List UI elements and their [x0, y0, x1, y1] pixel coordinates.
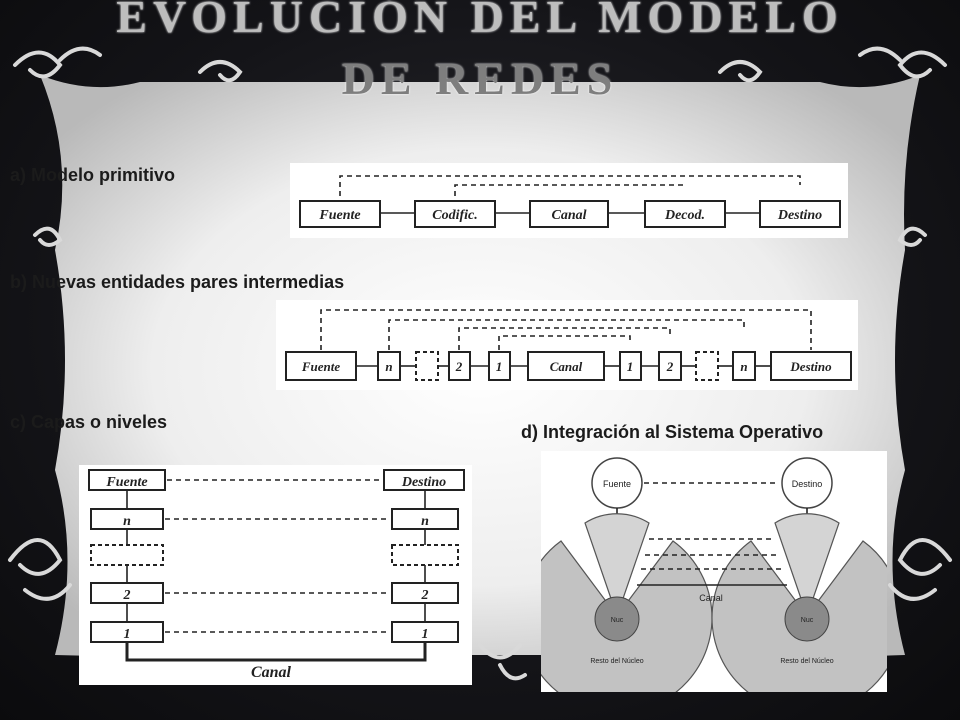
source-node: Fuente	[603, 479, 631, 489]
slide-title-line-2: DE REDES	[341, 53, 619, 104]
kernel-center-left: Nuc	[611, 617, 624, 624]
label-capas-niveles: c) Capas o niveles	[10, 412, 168, 432]
left-1: 1	[124, 627, 131, 642]
kernel-center-right: Nuc	[801, 617, 814, 624]
right-n: n	[421, 514, 429, 529]
box-fuente: Fuente	[318, 208, 360, 223]
label-integracion-so: d) Integración al Sistema Operativo	[521, 422, 824, 442]
slide-title-line-1: EVOLUCIÓN DEL MODELO	[116, 0, 844, 42]
diagram-capas-niveles: Fuente n 2 1 Destino n 2 1	[79, 465, 472, 685]
diagram-a-boxes: Fuente Codific. Canal Decod. Destino	[299, 200, 841, 228]
box-decod: Decod.	[664, 208, 705, 223]
box-canal: Canal	[550, 359, 583, 374]
kernel-label-right: Resto del Núcleo	[780, 658, 833, 665]
box-2-right: 2	[666, 359, 674, 374]
box-destino: Destino	[789, 359, 832, 374]
box-1-left: 1	[496, 359, 503, 374]
box-n-left: n	[385, 359, 392, 374]
destination-node: Destino	[792, 479, 823, 489]
box-2-left: 2	[455, 359, 463, 374]
channel-label-d: Canal	[699, 593, 723, 603]
channel-label: Canal	[251, 664, 292, 681]
left-2: 2	[123, 588, 131, 603]
diagram-modelo-primitivo: Fuente Codific. Canal Decod. Destino	[290, 163, 848, 238]
diagram-entidades-intermedias: Fuente n 2 1 Canal 1 2 n Destino	[276, 300, 858, 390]
diagram-integracion-so: Fuente Destino Nuc Resto del Núcleo Nuc …	[541, 451, 887, 692]
box-fuente: Fuente	[301, 359, 341, 374]
label-entidades-intermedias: b) Nuevas entidades pares intermedias	[10, 272, 345, 292]
box-destino: Destino	[777, 208, 822, 223]
right-2: 2	[421, 588, 429, 603]
right-1: 1	[422, 627, 429, 642]
kernel-label-left: Resto del Núcleo	[590, 658, 643, 665]
scroll-ornaments	[8, 46, 952, 681]
left-fuente: Fuente	[105, 475, 147, 490]
box-n-right: n	[740, 359, 747, 374]
label-modelo-primitivo: a) Modelo primitivo	[10, 165, 176, 185]
left-n: n	[123, 514, 131, 529]
box-1-right: 1	[627, 359, 634, 374]
right-destino: Destino	[401, 475, 446, 490]
box-canal: Canal	[551, 208, 586, 223]
box-codific: Codific.	[432, 208, 478, 223]
